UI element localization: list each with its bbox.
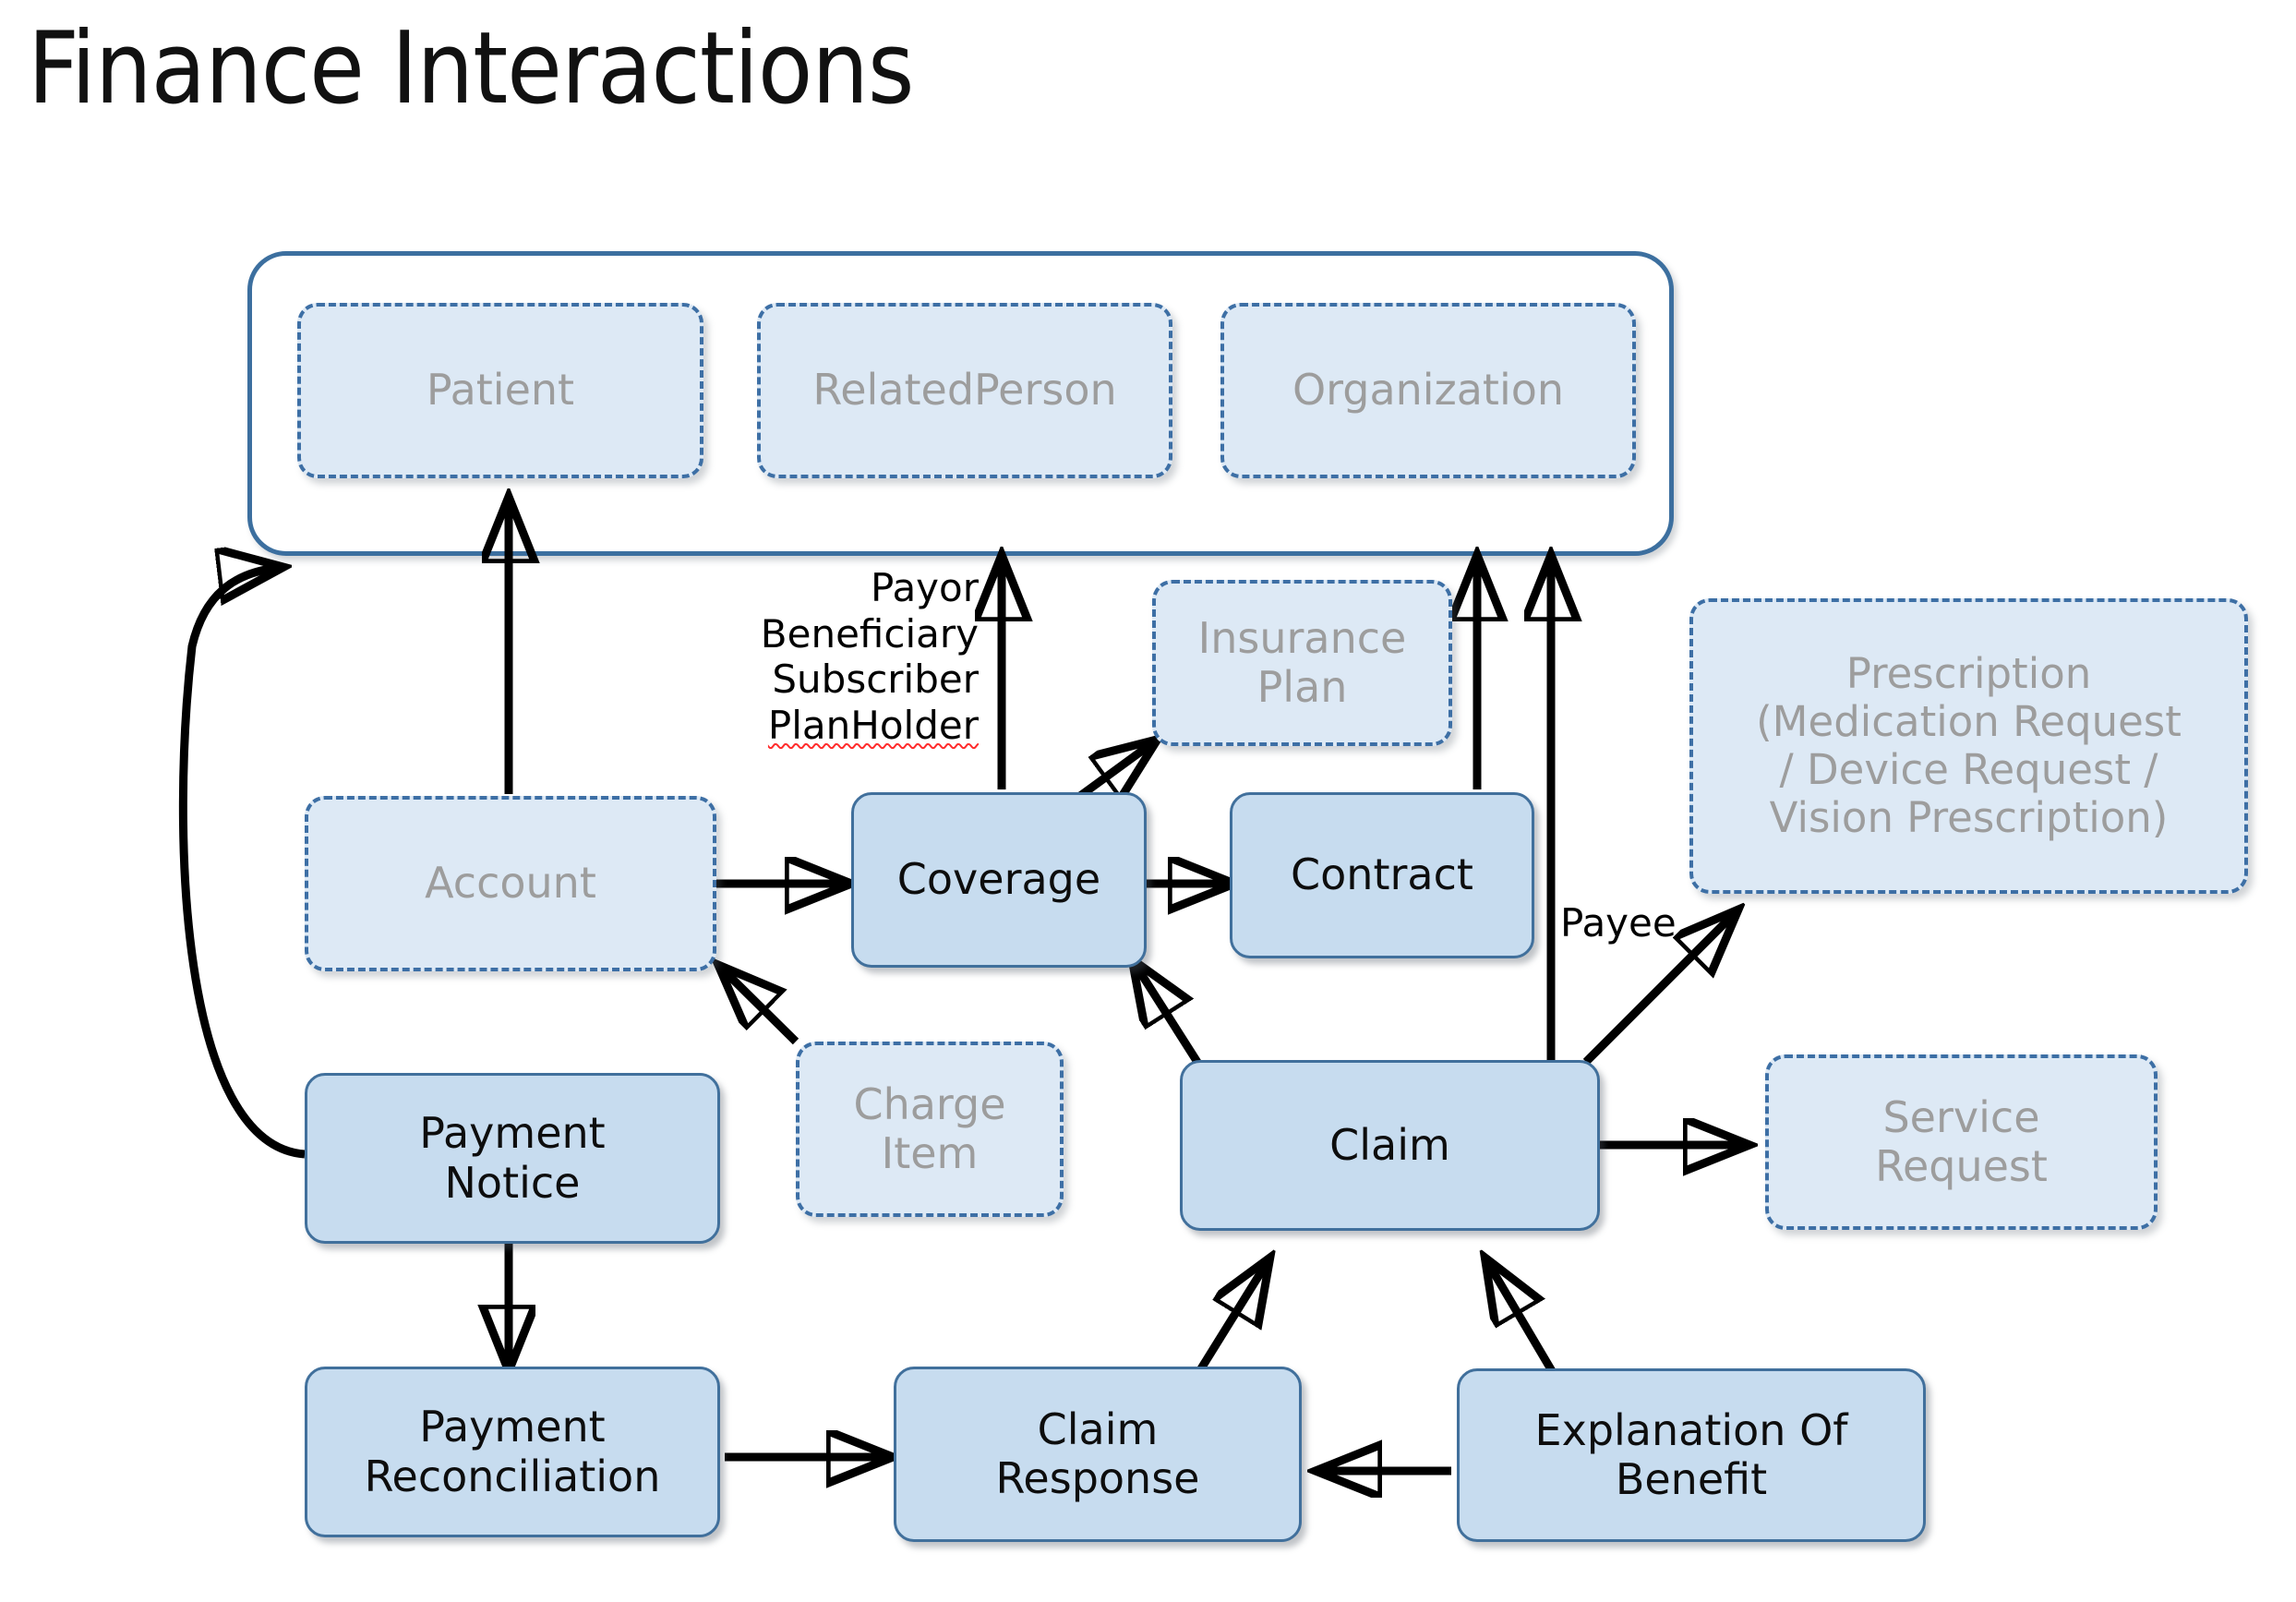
node-relatedperson[interactable]: RelatedPerson xyxy=(757,303,1172,478)
edge-claim-to-coverage xyxy=(1136,965,1204,1069)
node-patient[interactable]: Patient xyxy=(297,303,703,478)
node-coverage[interactable]: Coverage xyxy=(851,792,1147,968)
node-paymentnotice-label-line1: Payment xyxy=(419,1108,606,1159)
node-explanationofbenefit-label-line1: Explanation Of xyxy=(1534,1404,1848,1455)
node-organization[interactable]: Organization xyxy=(1220,303,1636,478)
node-insuranceplan-label-line1: Insurance xyxy=(1197,612,1407,663)
edge-paymentnotice-to-actorgroup xyxy=(178,568,306,1159)
edge-label-payor: Payor xyxy=(871,565,979,610)
node-prescription-label-line1: Prescription xyxy=(1845,648,2092,698)
node-explanationofbenefit-label-line2: Benefit xyxy=(1615,1454,1768,1504)
node-claimresponse[interactable]: Claim Response xyxy=(894,1367,1302,1542)
node-chargeitem-label-line1: Charge xyxy=(853,1078,1006,1129)
node-prescription-label-line2: (Medication Request xyxy=(1756,696,2182,746)
edge-explanationofbenefit-to-claim xyxy=(1488,1263,1564,1388)
node-account[interactable]: Account xyxy=(305,796,716,971)
node-paymentreconciliation[interactable]: Payment Reconciliation xyxy=(305,1367,720,1537)
node-prescription-label-line3: / Device Request / xyxy=(1779,745,2158,794)
node-servicerequest-label-line1: Service xyxy=(1882,1091,2040,1142)
node-patient-label: Patient xyxy=(426,365,575,416)
node-explanationofbenefit[interactable]: Explanation Of Benefit xyxy=(1457,1368,1926,1542)
edge-label-beneficiary: Beneficiary xyxy=(760,610,979,656)
node-paymentnotice[interactable]: Payment Notice xyxy=(305,1073,720,1244)
node-chargeitem-label-line2: Item xyxy=(881,1128,979,1178)
node-insuranceplan-label-line2: Plan xyxy=(1256,662,1348,712)
node-paymentreconciliation-label-line1: Payment xyxy=(419,1402,606,1452)
node-claimresponse-label-line1: Claim xyxy=(1037,1403,1159,1454)
node-claim-label: Claim xyxy=(1329,1119,1450,1170)
node-servicerequest[interactable]: Service Request xyxy=(1765,1054,2158,1230)
edge-label-planholder: PlanHolder xyxy=(767,702,979,748)
edge-label-subscriber: Subscriber xyxy=(772,656,979,703)
edge-label-payee: Payee xyxy=(1560,900,1677,946)
edge-coverage-to-insuranceplan xyxy=(1077,743,1152,796)
page-title: Finance Interactions xyxy=(28,11,915,126)
node-contract[interactable]: Contract xyxy=(1230,792,1534,958)
node-contract-label: Contract xyxy=(1291,849,1473,900)
node-claim[interactable]: Claim xyxy=(1180,1060,1600,1231)
node-relatedperson-label: RelatedPerson xyxy=(812,365,1117,416)
node-prescription-label-line4: Vision Prescription) xyxy=(1769,793,2169,843)
node-chargeitem[interactable]: Charge Item xyxy=(796,1042,1064,1217)
node-paymentreconciliation-label-line2: Reconciliation xyxy=(364,1451,661,1501)
node-claimresponse-label-line2: Response xyxy=(995,1453,1200,1503)
node-paymentnotice-label-line2: Notice xyxy=(444,1157,581,1208)
node-account-label: Account xyxy=(425,858,596,909)
node-organization-label: Organization xyxy=(1292,365,1565,416)
node-servicerequest-label-line2: Request xyxy=(1875,1141,2048,1191)
node-prescription[interactable]: Prescription (Medication Request / Devic… xyxy=(1689,598,2248,894)
edge-chargeitem-to-account xyxy=(723,970,799,1045)
node-insuranceplan[interactable]: Insurance Plan xyxy=(1152,580,1452,746)
edge-label-coverage-roles: Payor Beneficiary Subscriber PlanHolder xyxy=(711,565,979,748)
node-coverage-label: Coverage xyxy=(896,854,1101,905)
